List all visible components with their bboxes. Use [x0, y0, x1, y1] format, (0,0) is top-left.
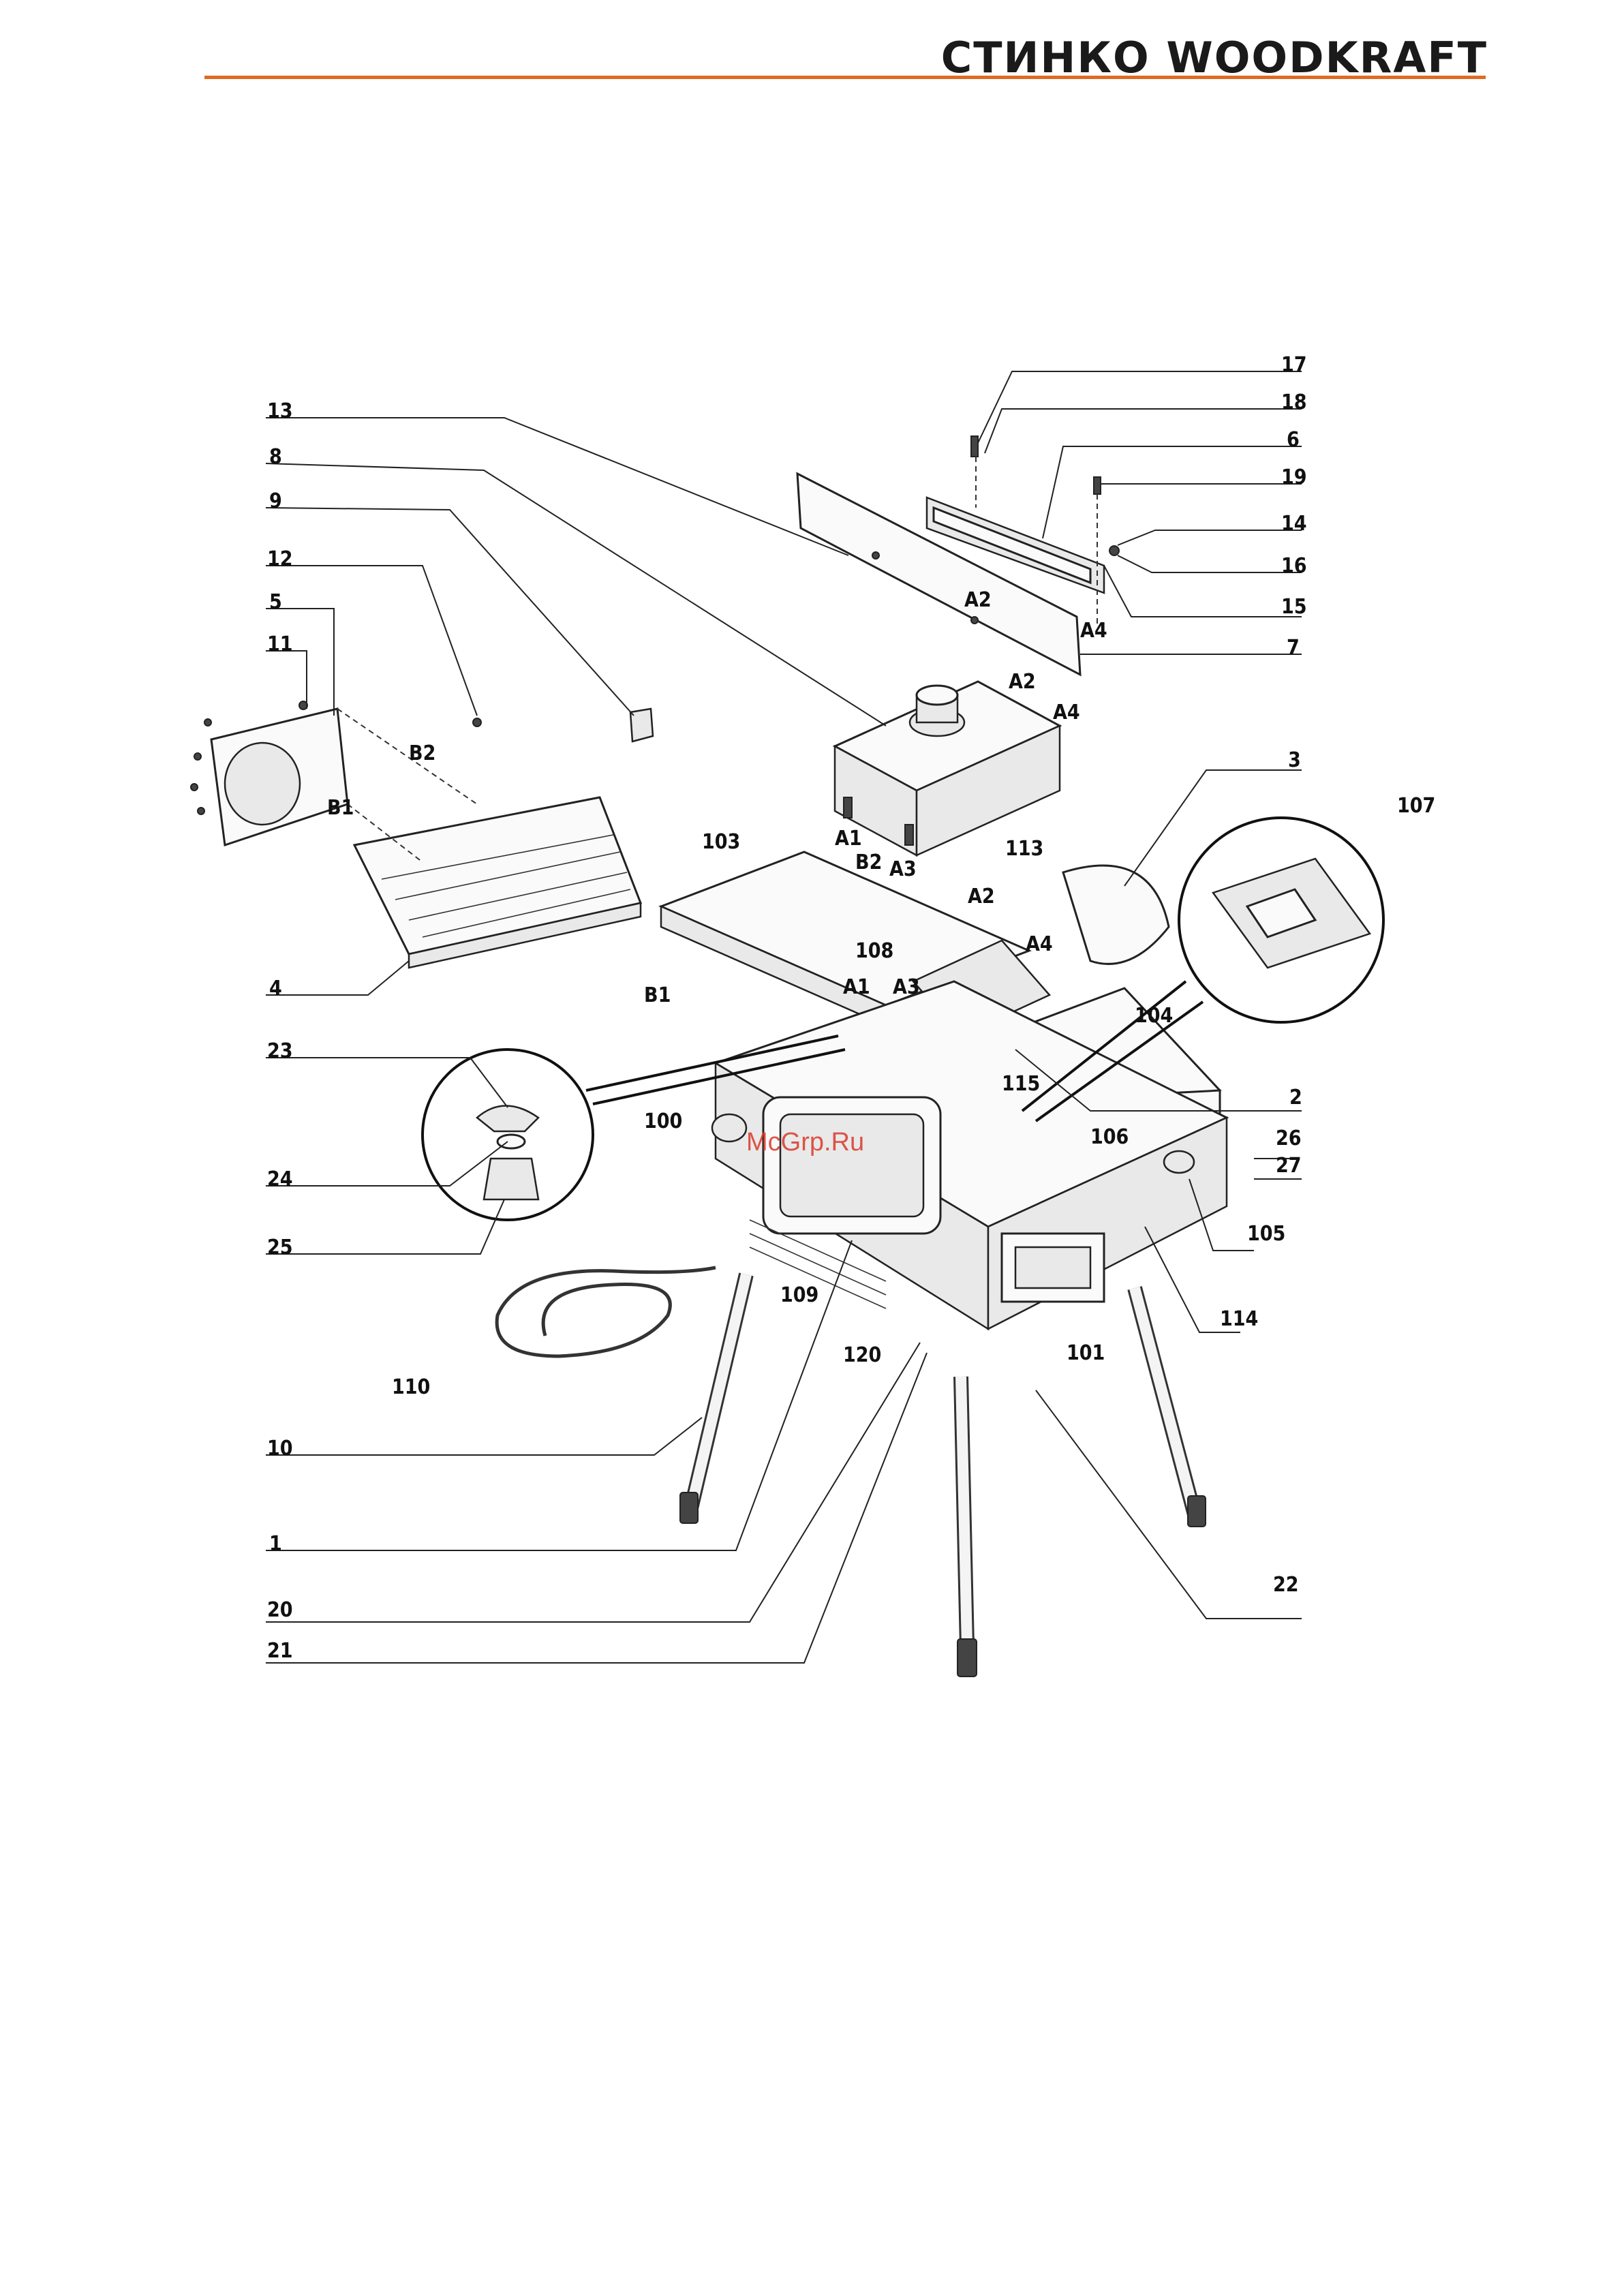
- fence-assembly: [797, 436, 1119, 675]
- label-25: 25: [267, 1236, 293, 1259]
- label-120: 120: [843, 1343, 881, 1367]
- label-b1-tray: B1: [327, 796, 354, 820]
- label-15: 15: [1281, 595, 1307, 619]
- label-13: 13: [267, 399, 293, 423]
- label-17: 17: [1281, 353, 1307, 377]
- stand-legs: [680, 1274, 1206, 1677]
- label-1: 1: [269, 1532, 282, 1556]
- label-14: 14: [1281, 512, 1307, 536]
- label-20: 20: [267, 1598, 293, 1622]
- label-b2-tray: B2: [409, 741, 435, 765]
- label-6: 6: [1287, 428, 1300, 452]
- power-cord-110: [497, 1268, 716, 1356]
- label-a4-table: A4: [1026, 932, 1053, 956]
- label-9: 9: [269, 489, 282, 513]
- label-b1-table: B1: [644, 983, 671, 1007]
- label-24: 24: [267, 1167, 293, 1191]
- label-23: 23: [267, 1039, 293, 1063]
- label-105: 105: [1247, 1222, 1285, 1246]
- label-27: 27: [1276, 1154, 1302, 1178]
- label-10: 10: [267, 1437, 293, 1460]
- label-a1-table: A1: [843, 975, 870, 999]
- label-104: 104: [1135, 1004, 1173, 1028]
- cutter-guard-8: [835, 682, 1060, 855]
- label-108: 108: [855, 939, 893, 963]
- label-103: 103: [702, 830, 740, 854]
- label-18: 18: [1281, 391, 1307, 414]
- label-a2-top: A2: [964, 588, 992, 612]
- label-114: 114: [1220, 1307, 1258, 1331]
- handwheel-100: [712, 1114, 746, 1142]
- label-22: 22: [1273, 1573, 1299, 1597]
- label-107: 107: [1397, 794, 1435, 818]
- label-b2-box: B2: [855, 851, 882, 874]
- label-a3-box: A3: [889, 857, 917, 881]
- label-110: 110: [392, 1375, 430, 1399]
- blade-guard-3: [1063, 866, 1169, 964]
- label-5: 5: [269, 590, 282, 614]
- label-106: 106: [1090, 1125, 1129, 1149]
- label-a4-box: A4: [1053, 701, 1080, 724]
- part-9-bracket: [630, 709, 653, 741]
- label-3: 3: [1288, 748, 1301, 772]
- label-26: 26: [1276, 1127, 1302, 1150]
- knob-105: [1164, 1151, 1194, 1173]
- label-a2-box: A2: [1009, 670, 1036, 694]
- label-8: 8: [269, 445, 282, 469]
- label-7: 7: [1287, 636, 1300, 660]
- label-a4-top: A4: [1080, 619, 1107, 643]
- label-101: 101: [1067, 1341, 1105, 1365]
- label-a1-box: A1: [835, 827, 862, 851]
- label-a3-table: A3: [893, 975, 920, 999]
- label-19: 19: [1281, 465, 1307, 489]
- watermark: McGrp.Ru: [746, 1128, 864, 1157]
- label-100: 100: [644, 1109, 682, 1133]
- label-11: 11: [267, 632, 293, 656]
- label-12: 12: [267, 547, 293, 571]
- label-2: 2: [1289, 1086, 1302, 1109]
- label-109: 109: [780, 1283, 818, 1307]
- label-16: 16: [1281, 554, 1307, 578]
- label-4: 4: [269, 977, 282, 1000]
- label-115: 115: [1002, 1072, 1040, 1096]
- label-21: 21: [267, 1639, 293, 1663]
- label-a2-table: A2: [968, 885, 995, 908]
- label-113: 113: [1005, 837, 1043, 861]
